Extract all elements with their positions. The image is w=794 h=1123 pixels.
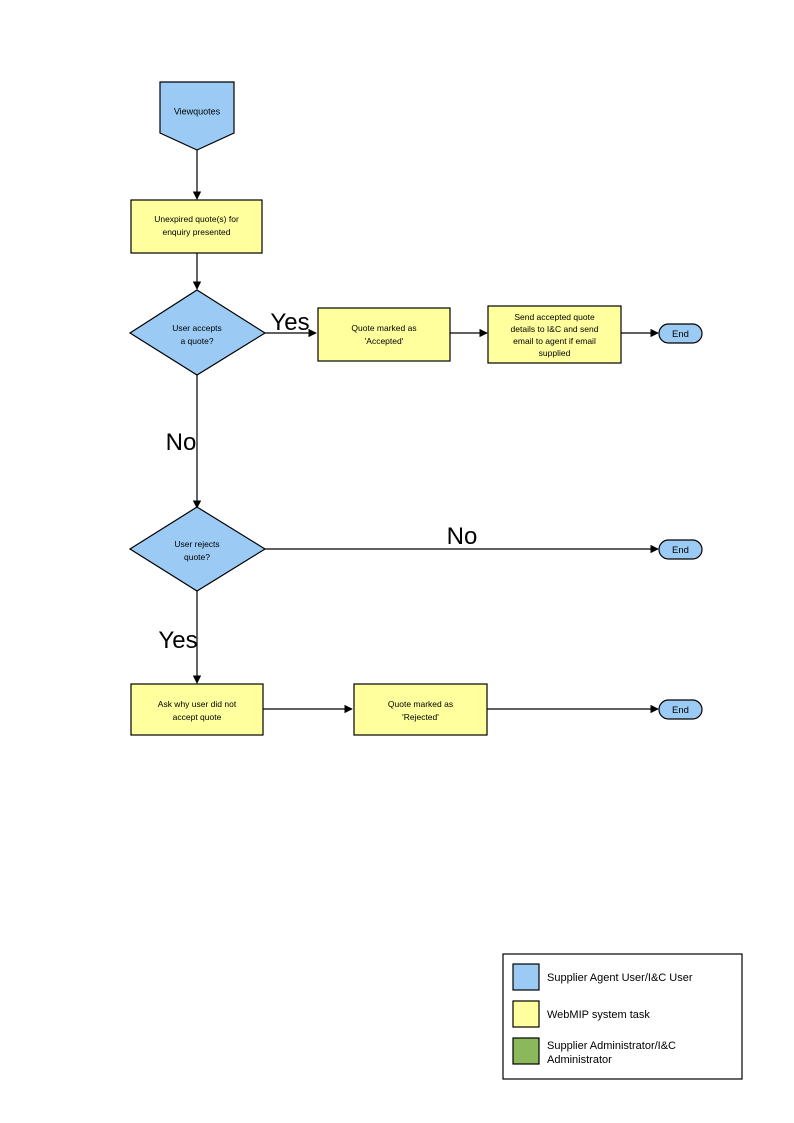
end-accepted-label: End xyxy=(672,329,689,340)
quote-rejected-label-line2: 'Rejected' xyxy=(402,712,439,722)
legend-label-supplier-agent: Supplier Agent User/I&C User xyxy=(547,972,693,984)
branch-label-accept-no: No xyxy=(166,429,197,456)
ask-why-rect xyxy=(130,683,264,736)
send-details-rect xyxy=(487,305,622,364)
quote-rejected-label-line1: Quote marked as xyxy=(388,699,453,709)
legend: Supplier Agent User/I&C User WebMIP syst… xyxy=(502,953,743,1080)
start-pentagon-shape xyxy=(159,81,235,151)
branch-label-reject-no: No xyxy=(447,523,478,550)
end-no-reject-label: End xyxy=(672,545,689,556)
legend-frame xyxy=(502,953,743,1080)
node-decision-reject[interactable]: User rejects quote? xyxy=(128,506,267,592)
quotes-presented-label-line2: enquiry presented xyxy=(162,227,230,237)
decision-reject-label-line1: User rejects xyxy=(174,539,219,549)
legend-swatch-supplier-admin xyxy=(512,1037,540,1065)
node-quotes-presented[interactable]: Unexpired quote(s) for enquiry presented xyxy=(130,199,263,254)
quotes-presented-rect xyxy=(130,199,263,254)
legend-label-supplier-admin-line2: Administrator xyxy=(547,1054,612,1066)
branch-label-accept-yes: Yes xyxy=(270,309,309,336)
end-accepted-terminator xyxy=(658,323,703,344)
end-no-reject-terminator xyxy=(658,539,703,560)
start-label: Viewquotes xyxy=(174,106,221,116)
node-decision-accept[interactable]: User accepts a quote? xyxy=(128,289,267,376)
branch-label-reject-yes: Yes xyxy=(158,627,197,654)
decision-reject-label-line2: quote? xyxy=(184,552,210,562)
ask-why-label-line1: Ask why user did not xyxy=(158,699,237,709)
legend-label-supplier-admin-line1: Supplier Administrator/I&C xyxy=(547,1040,676,1052)
quote-accepted-label-line2: 'Accepted' xyxy=(365,336,404,346)
decision-reject-diamond xyxy=(128,506,267,592)
legend-swatch-supplier-agent xyxy=(512,963,540,991)
legend-label-webmip-task: WebMIP system task xyxy=(547,1009,650,1021)
legend-swatch-webmip-task xyxy=(512,1000,540,1028)
send-details-label-line2: details to I&C and send xyxy=(511,324,599,334)
node-ask-why[interactable]: Ask why user did not accept quote xyxy=(130,683,264,736)
node-end-accepted[interactable]: End xyxy=(658,323,703,344)
send-details-label-line4: supplied xyxy=(539,348,571,358)
quote-accepted-label-line1: Quote marked as xyxy=(351,323,416,333)
send-details-label-line1: Send accepted quote xyxy=(514,312,595,322)
decision-accept-diamond xyxy=(128,289,267,376)
ask-why-label-line2: accept quote xyxy=(173,712,222,722)
node-end-rejected[interactable]: End xyxy=(658,699,703,720)
end-rejected-terminator xyxy=(658,699,703,720)
quote-accepted-rect xyxy=(317,307,451,362)
node-start[interactable]: Viewquotes xyxy=(159,81,235,151)
node-quote-accepted[interactable]: Quote marked as 'Accepted' xyxy=(317,307,451,362)
decision-accept-label-line2: a quote? xyxy=(180,336,213,346)
quotes-presented-label-line1: Unexpired quote(s) for xyxy=(154,214,239,224)
node-end-no-reject[interactable]: End xyxy=(658,539,703,560)
node-send-details[interactable]: Send accepted quote details to I&C and s… xyxy=(487,305,622,364)
end-rejected-label: End xyxy=(672,705,689,716)
decision-accept-label-line1: User accepts xyxy=(172,323,222,333)
send-details-label-line3: email to agent if email xyxy=(513,336,596,346)
quote-rejected-rect xyxy=(353,683,488,736)
node-quote-rejected[interactable]: Quote marked as 'Rejected' xyxy=(353,683,488,736)
